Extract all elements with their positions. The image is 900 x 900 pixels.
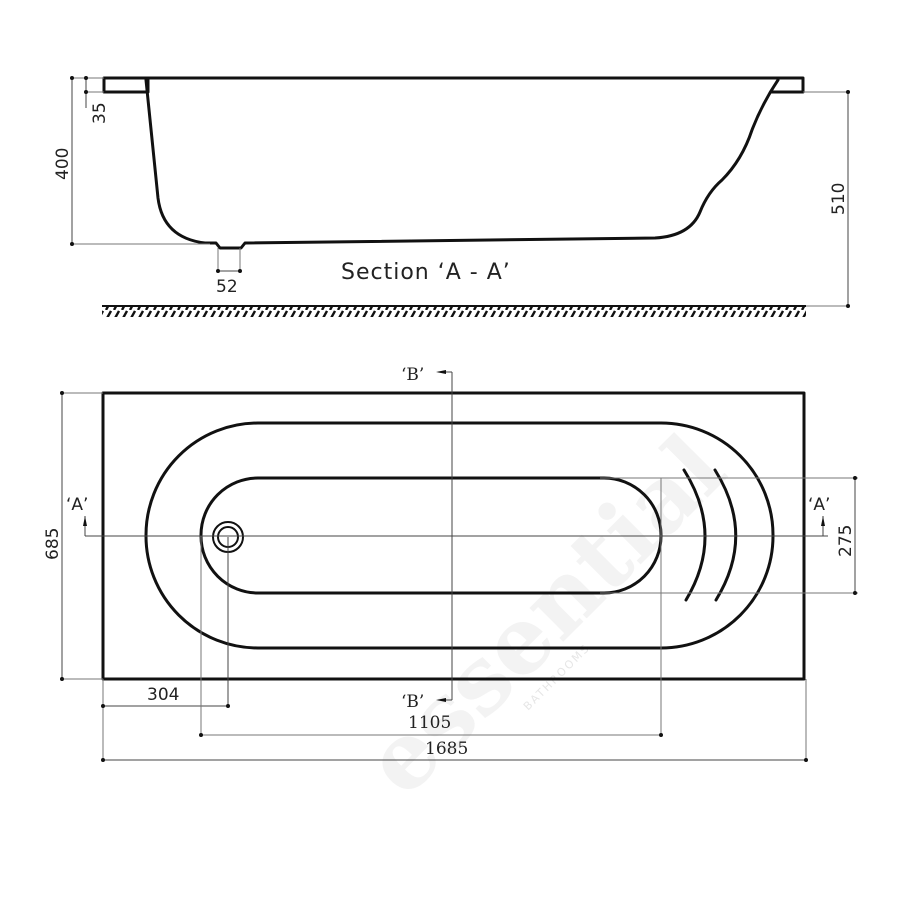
base-length-dim: 1105 — [408, 713, 451, 733]
section-a-marker-right: ‘A’ — [808, 495, 830, 515]
overall-height-dim: 510 — [829, 183, 849, 215]
plan-view: ‘A’ ‘A’ ‘B’ ‘B’ 685 275 304 1105 — [43, 365, 858, 762]
depth-dim: 400 — [53, 148, 73, 180]
bath-rim-outline — [102, 76, 805, 94]
base-width-dim: 275 — [836, 525, 856, 557]
waste-width-dim: 52 — [216, 277, 238, 297]
rim-thickness-dim: 35 — [90, 102, 110, 124]
section-b-marker-bottom: ‘B’ — [401, 692, 424, 712]
section-a-marker-left: ‘A’ — [66, 495, 88, 515]
backrest-curve-1 — [682, 468, 707, 602]
section-view: 52 400 35 510 Section ‘A - A’ — [53, 76, 850, 317]
waste-offset-dim: 304 — [147, 685, 179, 705]
backrest-curve-2 — [713, 468, 738, 602]
section-title: Section ‘A - A’ — [341, 260, 511, 285]
floor-hatch — [102, 307, 806, 317]
overall-length-dim: 1685 — [425, 739, 468, 759]
overall-width-dim: 685 — [43, 528, 63, 560]
section-b-marker-top: ‘B’ — [401, 365, 424, 385]
bath-body-profile — [144, 78, 780, 250]
